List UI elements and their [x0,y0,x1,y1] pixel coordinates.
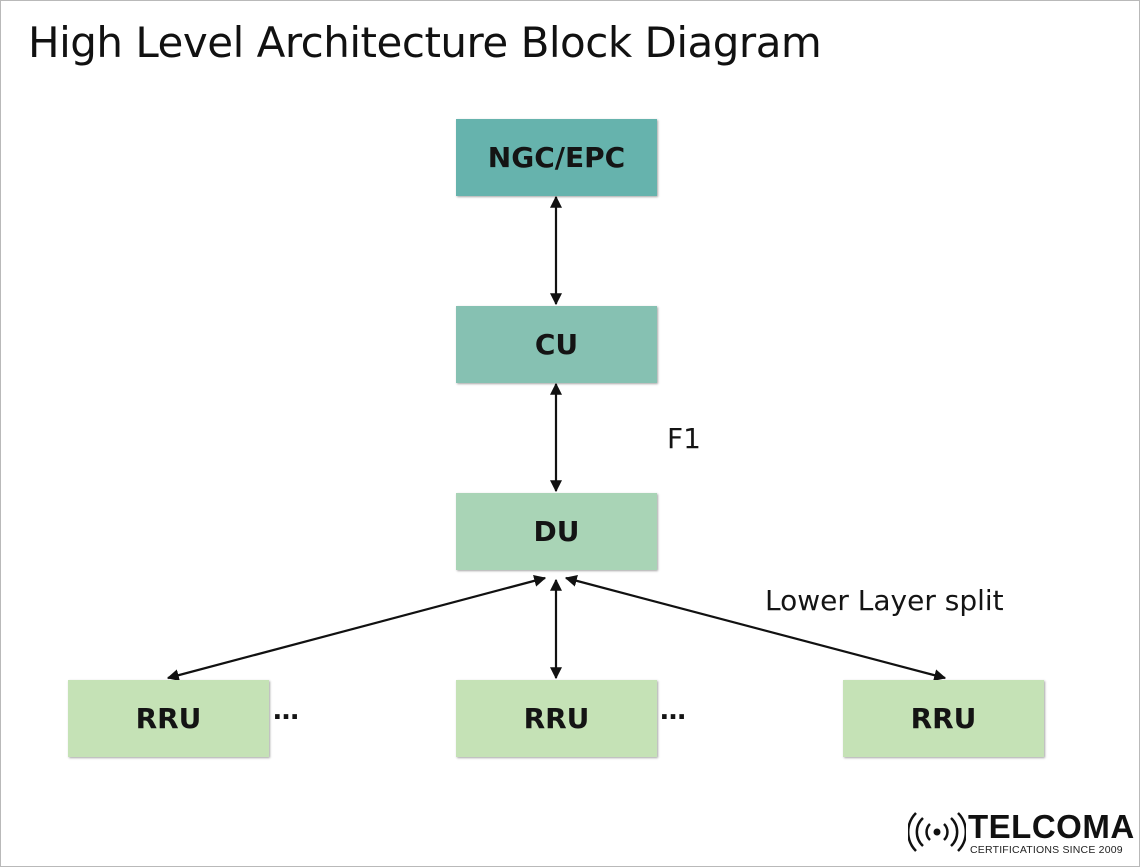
logo-tagline: CERTIFICATIONS SINCE 2009 [970,844,1123,856]
du-block: DU [456,493,657,570]
arrow-du-rru-left [166,574,547,682]
ellipsis-right: … [660,696,686,726]
ellipsis-left: … [273,696,299,726]
logo-name: TELCOMA [968,808,1135,845]
lower-layer-split-label: Lower Layer split [765,584,1004,617]
cu-block: CU [456,306,657,383]
f1-interface-label: F1 [667,422,701,455]
arrow-du-rru-right [564,574,947,682]
rru-block-left: RRU [68,680,269,757]
rru-block-center: RRU [456,680,657,757]
broadcast-signal-icon [908,812,966,852]
rru-block-right: RRU [843,680,1044,757]
ngc-epc-block: NGC/EPC [456,119,657,196]
telcoma-logo: TELCOMA CERTIFICATIONS SINCE 2009 [908,808,1135,858]
page-title: High Level Architecture Block Diagram [28,18,822,67]
